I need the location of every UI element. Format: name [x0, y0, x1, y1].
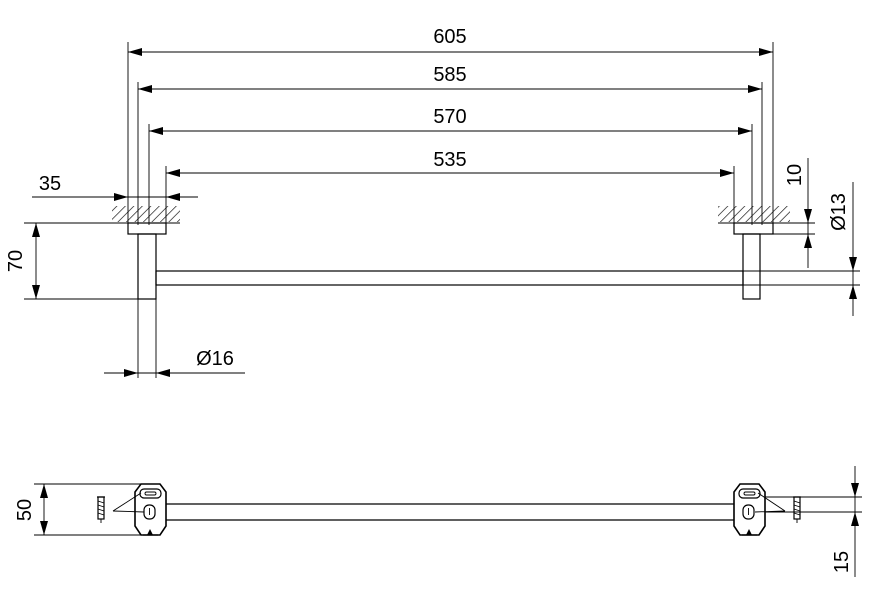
- dimension-10: 10: [773, 158, 815, 268]
- dimension-50: 50: [14, 483, 141, 536]
- front-elevation: 605 585 570 535 35: [5, 26, 860, 378]
- bracket-left-plan: [112, 483, 167, 536]
- dimension-10-label: 10: [784, 164, 806, 186]
- wall-hatch-left: [112, 206, 180, 222]
- bracket-right-post: [742, 233, 761, 300]
- dimension-d16: Ø16: [104, 299, 245, 378]
- dimension-605-label: 605: [433, 26, 466, 48]
- dimension-585-label: 585: [433, 64, 466, 86]
- bracket-left-flange: [127, 222, 167, 235]
- plan-view: 50 15: [14, 466, 862, 577]
- dimension-15-label: 15: [831, 551, 853, 573]
- dimension-570: 570: [149, 106, 752, 135]
- dimension-570-label: 570: [433, 106, 466, 128]
- dimension-70-label: 70: [5, 250, 27, 272]
- screw-left-icon: [97, 496, 105, 523]
- dimension-50-label: 50: [14, 499, 36, 521]
- dimension-35-label: 35: [39, 173, 61, 195]
- dimension-d13: Ø13: [743, 182, 860, 316]
- dimension-70: 70: [5, 222, 140, 300]
- dimension-15: 15: [765, 466, 862, 577]
- dimension-585: 585: [138, 64, 762, 93]
- dimension-d16-label: Ø16: [196, 348, 234, 370]
- screw-right-icon: [793, 496, 801, 523]
- dimension-605: 605: [128, 26, 773, 56]
- dimension-535-label: 535: [433, 149, 466, 171]
- bracket-right-flange: [733, 222, 774, 235]
- dimension-35: 35: [32, 173, 198, 201]
- dimension-d13-label: Ø13: [828, 193, 850, 231]
- wall-hatch-right: [718, 206, 790, 222]
- bracket-left-post: [137, 233, 157, 300]
- bracket-right-plan: [733, 483, 786, 536]
- towel-bar-front: [155, 270, 744, 286]
- dimension-535: 535: [166, 149, 734, 177]
